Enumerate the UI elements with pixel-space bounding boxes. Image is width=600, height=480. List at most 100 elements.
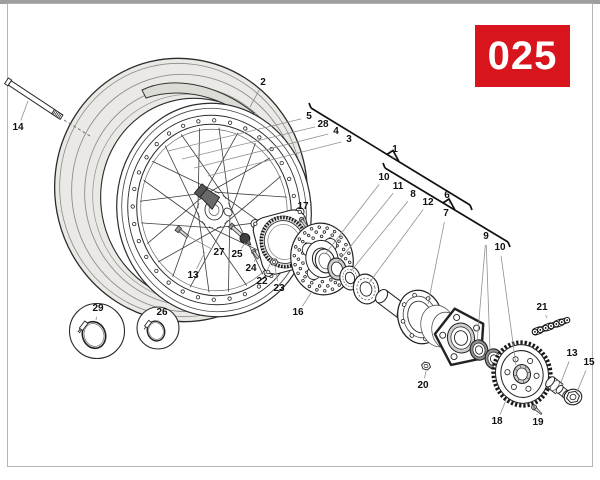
hole	[323, 289, 327, 293]
callout-7: 7	[443, 208, 449, 219]
callout-19: 19	[532, 417, 544, 428]
callout-22: 22	[256, 276, 268, 287]
leader-line-22	[264, 263, 271, 275]
callout-17: 17	[297, 201, 309, 212]
o-ring-1	[469, 339, 489, 361]
hole	[298, 266, 303, 271]
callout-5: 5	[306, 111, 312, 122]
chain-pin	[550, 325, 552, 327]
hole	[337, 239, 341, 243]
hole	[279, 160, 284, 166]
leader-line-9	[476, 244, 486, 344]
spoke	[157, 226, 222, 263]
callout-9: 9	[483, 231, 489, 242]
hole	[242, 292, 247, 297]
ledger-lines	[308, 102, 511, 248]
hole	[257, 135, 262, 140]
chain-pin	[560, 321, 563, 324]
hole	[293, 263, 297, 267]
leader-line-2	[249, 89, 260, 108]
spline-line	[517, 378, 520, 382]
callout-28: 28	[317, 119, 329, 130]
callout-21: 21	[536, 302, 548, 313]
hole	[212, 118, 217, 123]
spline-line	[522, 379, 525, 384]
hole	[320, 279, 325, 284]
callout-13: 13	[187, 270, 199, 281]
hole	[333, 280, 338, 285]
hole	[301, 239, 305, 244]
callout-24: 24	[245, 263, 257, 274]
diagram-frame	[7, 3, 593, 467]
spoke	[201, 221, 248, 286]
spoke	[143, 179, 206, 225]
leader-line-25	[241, 242, 246, 249]
hole	[322, 230, 327, 234]
nut-15	[563, 388, 583, 406]
callout-23: 23	[273, 283, 285, 294]
bolt-27	[174, 225, 190, 239]
hole	[317, 284, 322, 288]
callout-6: 6	[444, 190, 450, 201]
callout-4: 4	[333, 126, 339, 137]
chain-pin	[566, 319, 568, 322]
spoke	[180, 134, 227, 199]
callout-10: 10	[494, 242, 506, 253]
hole	[227, 296, 232, 301]
callout-14: 14	[12, 122, 24, 133]
hole	[527, 358, 534, 365]
page-top-edge	[0, 0, 600, 4]
valve-nut	[223, 207, 233, 217]
leader-line-10	[500, 255, 517, 366]
spline-line	[526, 377, 530, 380]
hole	[166, 131, 172, 136]
hole	[412, 292, 417, 298]
hole	[303, 275, 307, 279]
hole	[154, 268, 159, 274]
hole	[296, 271, 300, 276]
hole	[311, 236, 315, 240]
detail-circle-29	[68, 302, 126, 360]
chain-pin	[555, 323, 558, 325]
hole	[341, 247, 346, 252]
leader-line-29	[95, 316, 97, 321]
callout-13: 13	[566, 348, 578, 359]
hole	[166, 280, 171, 285]
chain-pin	[539, 328, 542, 331]
callout-16: 16	[292, 307, 304, 318]
tire-valve	[193, 183, 221, 210]
leader-line-11	[337, 192, 394, 263]
hole	[332, 229, 337, 234]
hole	[227, 120, 233, 125]
hole	[329, 278, 333, 282]
callout-3: 3	[346, 134, 352, 145]
hole	[306, 233, 311, 238]
hole	[339, 253, 343, 257]
callout-15: 15	[583, 357, 595, 368]
hole	[180, 289, 185, 294]
leader-line-6	[448, 201, 450, 204]
spoke	[189, 220, 228, 288]
callout-1: 1	[392, 144, 398, 155]
hole	[310, 281, 314, 285]
hole	[319, 234, 324, 239]
hole	[325, 226, 329, 230]
hole	[292, 253, 297, 258]
hole	[287, 176, 292, 182]
hole	[296, 257, 301, 261]
hole	[525, 385, 532, 392]
hole	[307, 284, 312, 289]
hole	[533, 372, 540, 379]
hole	[136, 238, 141, 244]
hole	[317, 225, 321, 229]
spoke	[164, 145, 200, 218]
spline-bore	[513, 364, 531, 384]
hole	[400, 318, 406, 324]
leader-line-7	[427, 221, 445, 305]
leader-line-24	[253, 257, 257, 262]
axle	[3, 77, 91, 137]
leader-line-5	[167, 118, 302, 152]
chain-pin	[534, 330, 536, 333]
sprocket	[491, 340, 553, 408]
